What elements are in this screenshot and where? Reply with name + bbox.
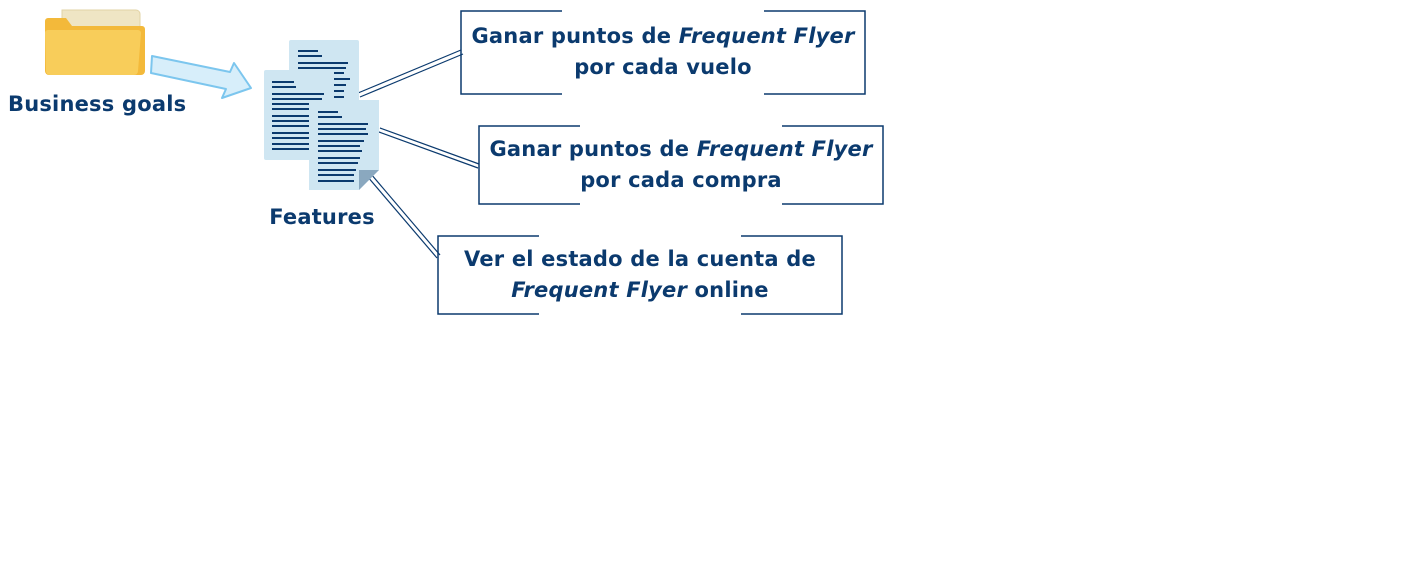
feature-box-1-border: [460, 10, 866, 95]
connector-line-1: [357, 49, 464, 98]
folder-icon: [44, 9, 145, 75]
connector-line-3: [366, 173, 441, 259]
feature-box-1: Ganar puntos de Frequent Flyer por cada …: [461, 11, 865, 94]
feature-box-3-line-2: Frequent Flyer online: [511, 278, 769, 302]
feature-box-3-line-1: Ver el estado de la cuenta de: [464, 247, 816, 271]
feature-box-borders: [437, 10, 884, 315]
feature-box-1-line-1: Ganar puntos de Frequent Flyer: [471, 24, 855, 48]
business-goals-label: Business goals: [8, 92, 187, 116]
connector-line-2: [378, 127, 480, 169]
documents-icon: [264, 40, 379, 190]
feature-box-2-line-1: Ganar puntos de Frequent Flyer: [489, 137, 873, 161]
arrow-right-icon: [150, 55, 252, 99]
feature-box-2: Ganar puntos de Frequent Flyer por cada …: [479, 126, 883, 204]
connector-lines: [357, 49, 480, 259]
feature-box-3-border: [437, 235, 843, 315]
feature-box-3: Ver el estado de la cuenta de Frequent F…: [438, 236, 842, 314]
features-label: Features: [269, 205, 375, 229]
feature-box-2-border: [478, 125, 884, 205]
feature-box-1-line-2: por cada vuelo: [574, 55, 752, 79]
feature-box-2-line-2: por cada compra: [580, 168, 782, 192]
